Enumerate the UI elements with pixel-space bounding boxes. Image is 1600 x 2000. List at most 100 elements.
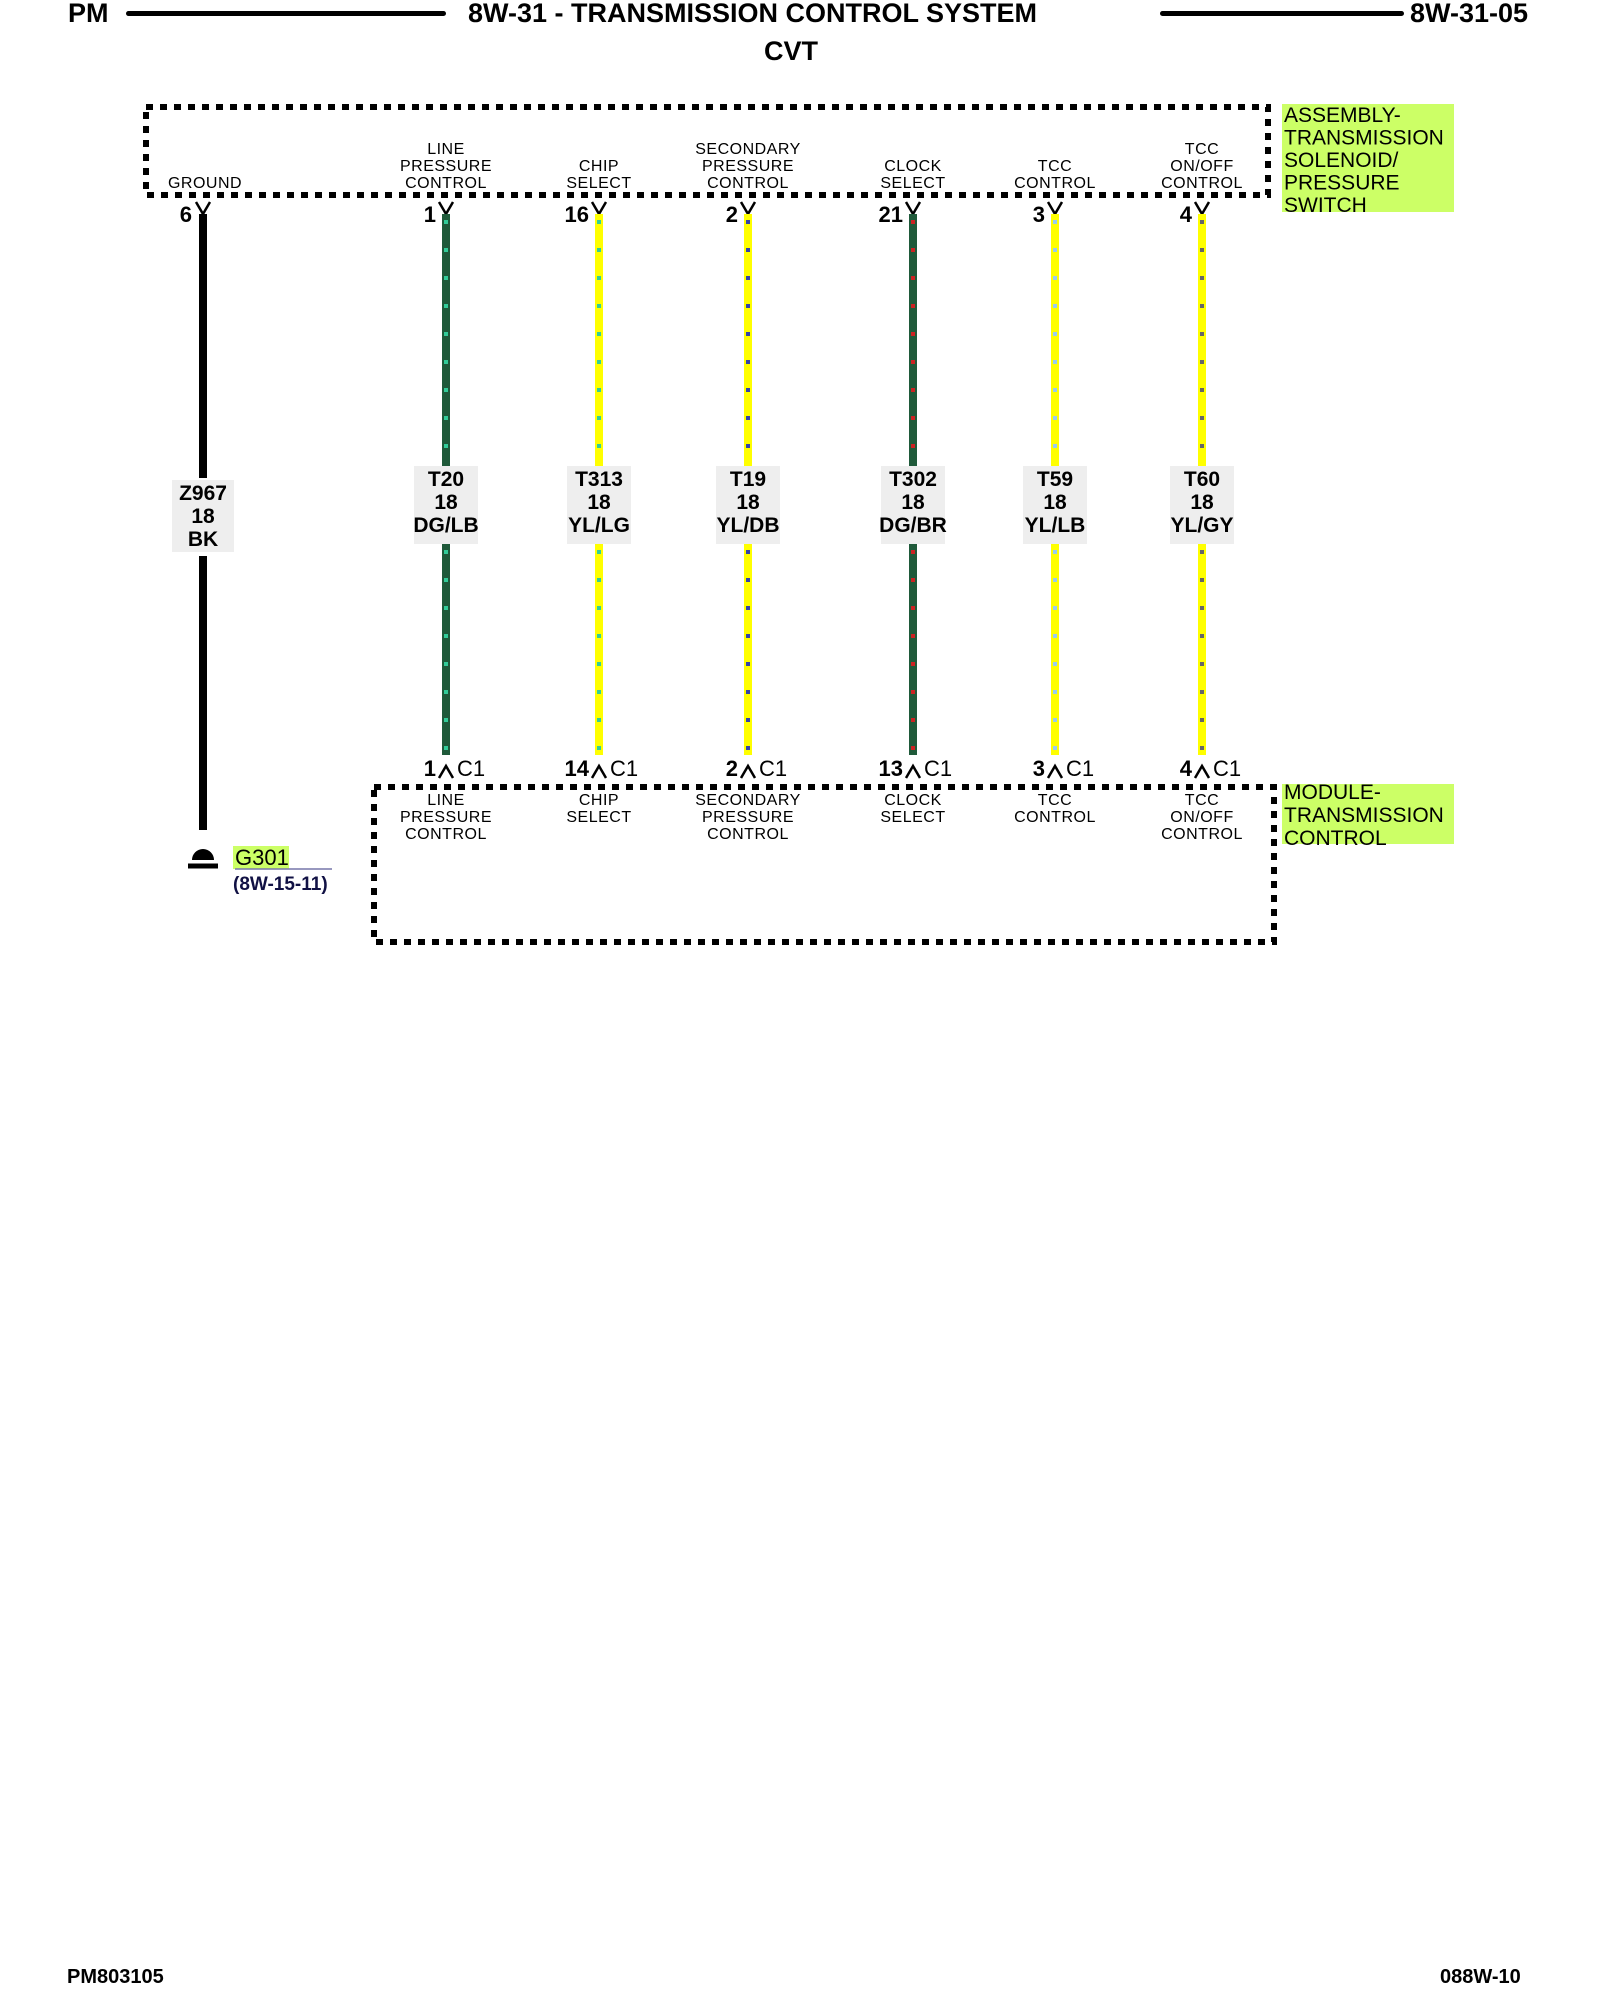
top-pin-number: 1: [424, 202, 436, 227]
bottom-connector-symbol: [739, 763, 757, 779]
bottom-circuit-label: SELECT: [880, 809, 945, 826]
bottom-circuit-label: TCC: [1185, 792, 1219, 809]
ground-gauge: 18: [191, 505, 215, 528]
bottom-circuit-label: CONTROL: [1014, 809, 1096, 826]
component-name-line: PRESSURE: [1284, 172, 1400, 195]
ground-wire: GROUND 6 Z967 18 BK G301 (8W-15-11): [168, 175, 332, 895]
top-pin-number: 21: [879, 202, 903, 227]
component-name-line: SOLENOID/: [1284, 149, 1399, 172]
connector-id: C1: [457, 756, 485, 781]
ground-ref: (8W-15-11): [233, 874, 328, 895]
top-pin-number: 16: [565, 202, 589, 227]
component-name-line: CONTROL: [1284, 827, 1387, 850]
bottom-circuit-label: ON/OFF: [1170, 809, 1233, 826]
bottom-circuit-label: LINE: [427, 792, 465, 809]
top-circuit-label: CHIP: [579, 158, 619, 175]
bottom-circuit-label: SECONDARY: [695, 792, 801, 809]
bottom-connector-symbol: [904, 763, 922, 779]
bottom-pin-number: 3: [1033, 756, 1045, 781]
bottom-connector-symbol: [590, 763, 608, 779]
top-circuit-label: CONTROL: [707, 175, 789, 192]
bottom-connector-symbol: [1046, 763, 1064, 779]
ground-color: BK: [188, 528, 218, 551]
wire-gauge: 18: [434, 491, 458, 514]
wire-color-code: DG/BR: [879, 514, 947, 537]
top-connector-symbol: [739, 201, 757, 217]
top-circuit-label: TCC: [1185, 141, 1219, 158]
ground-top-label: GROUND: [168, 175, 242, 192]
ground-name: G301: [235, 845, 289, 870]
bottom-connector-symbol: [1193, 763, 1211, 779]
wire-label-bg: [1023, 466, 1087, 544]
wire-circuit: T59: [1037, 468, 1073, 491]
wire-label-bg: [881, 466, 945, 544]
bottom-circuit-label: CONTROL: [1161, 826, 1243, 843]
bottom-circuit-label: TCC: [1038, 792, 1072, 809]
header-rule-left: [126, 11, 446, 16]
top-connector-symbol: [1193, 201, 1211, 217]
page-subtitle: CVT: [764, 36, 818, 66]
top-circuit-label: PRESSURE: [702, 158, 794, 175]
component-name-line: TRANSMISSION: [1284, 804, 1444, 827]
header-right: 8W-31-05: [1410, 0, 1529, 28]
ground-wire-label-bg: [172, 480, 234, 552]
top-pin-number: 4: [1180, 202, 1193, 227]
top-circuit-label: CONTROL: [405, 175, 487, 192]
footer-left: PM803105: [67, 1966, 164, 1988]
wire-label-bg: [1170, 466, 1234, 544]
wire-circuit: T60: [1184, 468, 1220, 491]
connector-id: C1: [924, 756, 952, 781]
bottom-circuit-label: CONTROL: [707, 826, 789, 843]
wire-color-code: YL/DB: [717, 514, 780, 537]
wire-gauge: 18: [587, 491, 611, 514]
bottom-connector-symbol: [437, 763, 455, 779]
bottom-circuit-label: CLOCK: [884, 792, 942, 809]
top-circuit-label: TCC: [1038, 158, 1072, 175]
connector-id: C1: [759, 756, 787, 781]
top-component-highlight: [1282, 104, 1454, 212]
bottom-pin-number: 13: [879, 756, 903, 781]
component-name-line: ASSEMBLY-: [1284, 104, 1401, 127]
top-connector-symbol: [590, 201, 608, 217]
ground-connector-symbol: [194, 201, 212, 217]
wire-label-bg: [716, 466, 780, 544]
wire-circuit: T313: [575, 468, 623, 491]
bottom-pin-number: 1: [424, 756, 436, 781]
ground-symbol-icon: [192, 849, 214, 860]
top-circuit-label: CLOCK: [884, 158, 942, 175]
top-pin-number: 3: [1033, 202, 1045, 227]
ground-name-highlight: [233, 846, 289, 869]
component-name-line: TRANSMISSION: [1284, 127, 1444, 150]
header-rule-right: [1160, 11, 1404, 16]
top-circuit-label: CONTROL: [1014, 175, 1096, 192]
wire-color-code: YL/LB: [1025, 514, 1086, 537]
wire-circuit: T19: [730, 468, 766, 491]
connector-id: C1: [1213, 756, 1241, 781]
wire-color-code: YL/GY: [1170, 514, 1233, 537]
footer-right: 088W-10: [1440, 1966, 1521, 1988]
wire-gauge: 18: [1043, 491, 1067, 514]
wire-gauge: 18: [736, 491, 760, 514]
wire-color-code: DG/LB: [413, 514, 478, 537]
component-name-line: MODULE-: [1284, 781, 1381, 804]
page-title: 8W-31 - TRANSMISSION CONTROL SYSTEM: [468, 0, 1038, 28]
bottom-circuit-label: CONTROL: [405, 826, 487, 843]
top-component-box: [143, 104, 1271, 198]
top-circuit-label: ON/OFF: [1170, 158, 1233, 175]
top-connector-symbol: [437, 201, 455, 217]
component-name-line: SWITCH: [1284, 194, 1367, 217]
bottom-circuit-label: SELECT: [566, 809, 631, 826]
top-circuit-label: SECONDARY: [695, 141, 801, 158]
wire-circuit: T20: [428, 468, 464, 491]
wire-gauge: 18: [1190, 491, 1214, 514]
ground-circuit: Z967: [179, 482, 227, 505]
top-circuit-label: CONTROL: [1161, 175, 1243, 192]
ground-top-pin: 6: [180, 202, 192, 227]
bottom-pin-number: 14: [565, 756, 590, 781]
